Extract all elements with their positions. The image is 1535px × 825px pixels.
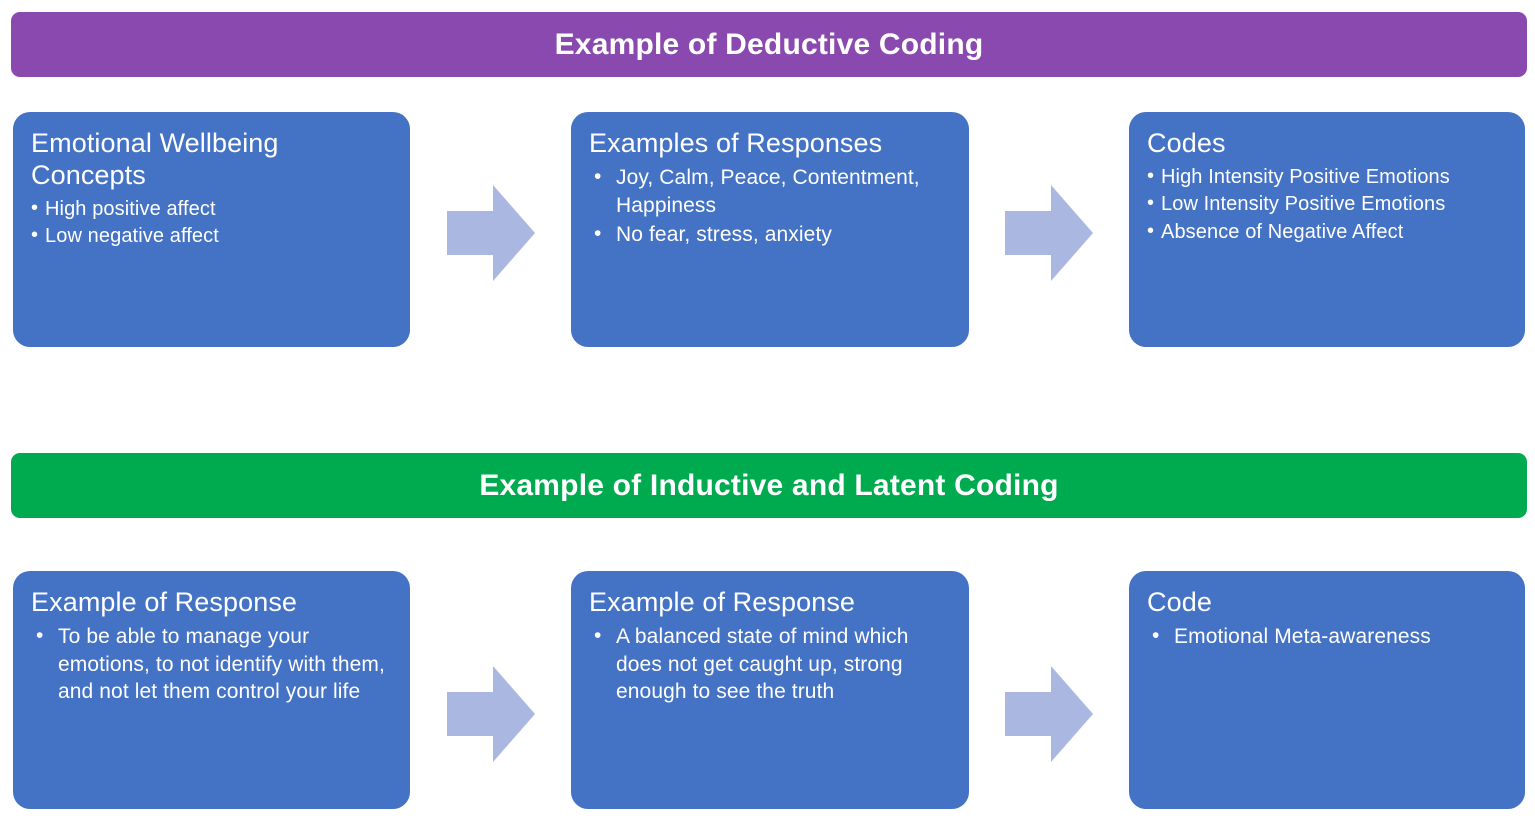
arrow-right-icon [1005, 185, 1093, 281]
card-example-of-response-1: Example of Response To be able to manage… [13, 571, 410, 809]
list-item: No fear, stress, anxiety [589, 220, 955, 249]
card-examples-of-responses: Examples of Responses Joy, Calm, Peace, … [571, 112, 969, 347]
inductive-latent-coding-section: Example of Inductive and Latent Coding E… [0, 441, 1535, 825]
arrow-right-icon [1005, 666, 1093, 762]
card-bullet-list: High Intensity Positive Emotions Low Int… [1147, 163, 1511, 245]
card-emotional-wellbeing-concepts: Emotional Wellbeing Concepts High positi… [13, 112, 410, 347]
deductive-flow-row: Emotional Wellbeing Concepts High positi… [0, 112, 1535, 347]
card-bullet-list: A balanced state of mind which does not … [589, 622, 955, 706]
list-item: Low negative affect [31, 222, 396, 249]
card-bullet-list: To be able to manage your emotions, to n… [31, 622, 396, 706]
list-item: To be able to manage your emotions, to n… [31, 622, 396, 706]
deductive-banner-title: Example of Deductive Coding [554, 27, 984, 61]
card-title: Code [1147, 587, 1212, 617]
list-item: Absence of Negative Affect [1147, 218, 1511, 245]
card-bullet-list: Emotional Meta-awareness [1147, 622, 1511, 651]
inductive-flow-row: Example of Response To be able to manage… [0, 571, 1535, 809]
deductive-coding-section: Example of Deductive Coding Emotional We… [0, 0, 1535, 440]
inductive-banner: Example of Inductive and Latent Coding [11, 453, 1527, 518]
list-item: High Intensity Positive Emotions [1147, 163, 1511, 190]
card-title: Example of Response [31, 587, 298, 617]
card-title: Examples of Responses [589, 128, 883, 158]
list-item: Low Intensity Positive Emotions [1147, 190, 1511, 217]
inductive-banner-title: Example of Inductive and Latent Coding [479, 468, 1059, 502]
card-bullet-list: High positive affect Low negative affect [31, 195, 396, 250]
arrow-right-icon [447, 666, 535, 762]
card-example-of-response-2: Example of Response A balanced state of … [571, 571, 969, 809]
card-code: Code Emotional Meta-awareness [1129, 571, 1525, 809]
list-item: High positive affect [31, 195, 396, 222]
card-title: Example of Response [589, 587, 856, 617]
list-item: A balanced state of mind which does not … [589, 622, 955, 706]
card-title: Codes [1147, 128, 1226, 158]
arrow-right-icon [447, 185, 535, 281]
card-codes: Codes High Intensity Positive Emotions L… [1129, 112, 1525, 347]
card-bullet-list: Joy, Calm, Peace, Contentment, Happiness… [589, 163, 955, 249]
list-item: Joy, Calm, Peace, Contentment, Happiness [589, 163, 955, 219]
deductive-banner: Example of Deductive Coding [11, 12, 1527, 77]
card-title: Emotional Wellbeing Concepts [31, 128, 279, 190]
list-item: Emotional Meta-awareness [1147, 622, 1511, 651]
